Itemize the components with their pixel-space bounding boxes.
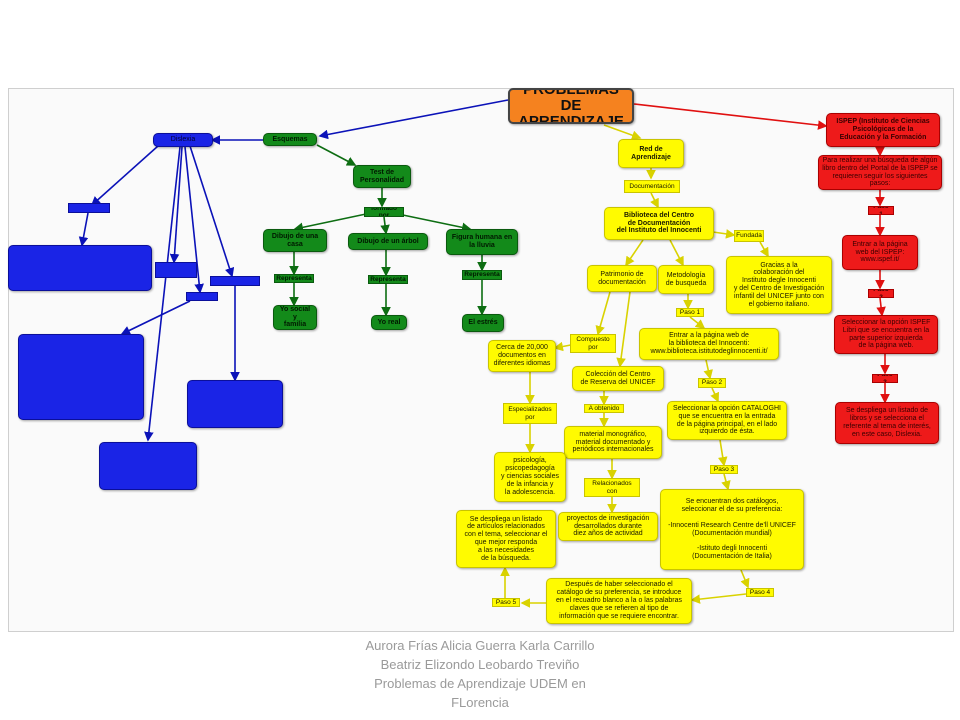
caption-line: Problemas de Aprendizaje UDEM en [374, 676, 586, 691]
node-coleccion: Colección del Centro de Reserva del UNIC… [572, 366, 664, 391]
node-gracias: Gracias a la colaboración del Instituto … [726, 256, 832, 314]
label-red-paso-1: Paso 1 [868, 206, 894, 215]
label-especializados-por: Especializados por [503, 403, 557, 424]
node-blue-box2 [187, 380, 283, 428]
node-blue-box1 [18, 334, 144, 420]
label-paso-4: Paso 4 [746, 588, 774, 597]
label-compuesto-por: Compuesto por [570, 334, 616, 353]
node-para-realizar: Para realizar una búsqueda de algún libr… [818, 155, 942, 190]
node-blue-left-label [68, 203, 110, 213]
node-blue-mid3 [210, 276, 260, 286]
node-figura-humana: Figura humana en la lluvia [446, 229, 518, 255]
label-formado-por: formado por [364, 207, 404, 217]
node-yo-real: Yo real [371, 315, 407, 330]
label-red-paso-2: Paso 2 [868, 289, 894, 298]
label-representa-3: Representa [462, 270, 502, 280]
node-despues: Después de haber seleccionado el catálog… [546, 578, 692, 624]
node-proyectos: proyectos de investigación desarrollados… [558, 512, 658, 541]
label-red-paso-3: Paso 3 [872, 374, 898, 383]
caption-line: FLorencia [451, 695, 509, 710]
label-paso-1: Paso 1 [676, 308, 704, 317]
node-blue-mid1 [155, 262, 197, 278]
node-blue-mid2 [186, 292, 218, 301]
label-paso-2: Paso 2 [698, 378, 726, 388]
node-cerca-20000: Cerca de 20,000 documentos en diferentes… [488, 340, 556, 372]
node-dislexia: Dislexia [153, 133, 213, 147]
node-seleccionar-cataloghi: Seleccionar la opción CATALOGHI que se e… [667, 401, 787, 440]
label-relacionados-con: Relacionados con [584, 478, 640, 497]
node-material: material monográfico, material documenta… [564, 426, 662, 459]
node-metodologia: Metodología de busqueda [658, 265, 714, 294]
label-representa-2: Representa [368, 275, 408, 284]
node-test-personalidad: Test de Personalidad [353, 165, 411, 188]
node-blue-left-text [8, 245, 152, 291]
node-ispep: ISPEP (Instituto de Ciencias Psicológica… [826, 113, 940, 147]
node-seleccionar-ispef: Seleccionar la opción ISPEF Libri que se… [834, 315, 938, 354]
node-esquemas: Esquemas [263, 133, 317, 146]
caption-line: Beatriz Elizondo Leobardo Treviño [380, 657, 580, 672]
node-red-aprendizaje: Red de Aprendizaje [618, 139, 684, 168]
node-despliega-listado: Se despliega un listado de artículos rel… [456, 510, 556, 568]
caption-line: Aurora Frías Alicia Guerra Karla Carrill… [365, 638, 595, 653]
node-catalogos: Se encuentran dos catálogos, seleccionar… [660, 489, 804, 570]
node-dibujo-casa: Dibujo de una casa [263, 229, 327, 252]
node-blue-box3 [99, 442, 197, 490]
node-despliega-libros: Se despliega un listado de libros y se s… [835, 402, 939, 444]
node-patrimonio: Patrimonio de documentación [587, 265, 657, 292]
map-title: PROBLEMAS DE APRENDIZAJE [508, 88, 634, 124]
node-biblioteca: Biblioteca del Centro de Documentación d… [604, 207, 714, 240]
label-a-obtenido: A obtenido [584, 404, 624, 413]
node-psicologia: psicología, psicopedagogía y ciencias so… [494, 452, 566, 502]
label-paso-5: Paso 5 [492, 598, 520, 607]
label-paso-3: Paso 3 [710, 465, 738, 474]
node-yo-social: Yo social y familia [273, 305, 317, 330]
label-documentacion: Documentación [624, 180, 680, 193]
node-dibujo-arbol: Dibujo de un árbol [348, 233, 428, 250]
label-representa-1: Representa [274, 274, 314, 283]
node-entrar-ispep: Entrar a la página web del ISPEP: www.is… [842, 235, 918, 270]
slide-caption: Aurora Frías Alicia Guerra Karla Carrill… [300, 636, 660, 712]
node-estres: El estrés [462, 314, 504, 332]
label-fundada: Fundada [734, 230, 764, 242]
node-entrar-biblioteca: Entrar a la página web de la biblioteca … [639, 328, 779, 360]
